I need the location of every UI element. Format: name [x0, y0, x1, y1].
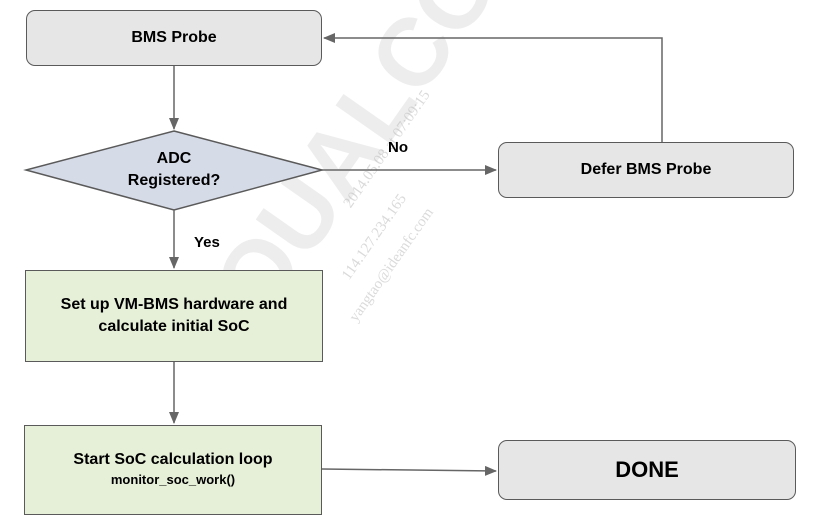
- start-soc-loop-node: Start SoC calculation loop monitor_soc_w…: [24, 425, 322, 515]
- edge-label-yes: Yes: [194, 234, 220, 251]
- adc-registered-decision-label: ADC Registered?: [94, 148, 254, 192]
- done-label: DONE: [615, 457, 679, 482]
- setup-hardware-node: Set up VM-BMS hardware and calculate ini…: [25, 270, 323, 362]
- done-node: DONE: [498, 440, 796, 500]
- bms-probe-label: BMS Probe: [131, 29, 217, 46]
- start-label-line1: Start SoC calculation loop: [73, 451, 273, 468]
- edge-start-to-done: [321, 465, 497, 476]
- decision-label-line2: Registered?: [127, 172, 221, 189]
- defer-bms-probe-node: Defer BMS Probe: [498, 142, 794, 198]
- start-label-line2: monitor_soc_work(): [110, 472, 236, 487]
- edge-defer-to-probe: [323, 33, 663, 142]
- setup-label-line2: calculate initial SoC: [98, 318, 250, 335]
- edge-label-no: No: [388, 139, 408, 156]
- defer-label: Defer BMS Probe: [580, 161, 712, 178]
- setup-label-line1: Set up VM-BMS hardware and: [60, 296, 288, 313]
- decision-label-line1: ADC: [156, 150, 192, 167]
- bms-probe-node: BMS Probe: [26, 10, 322, 66]
